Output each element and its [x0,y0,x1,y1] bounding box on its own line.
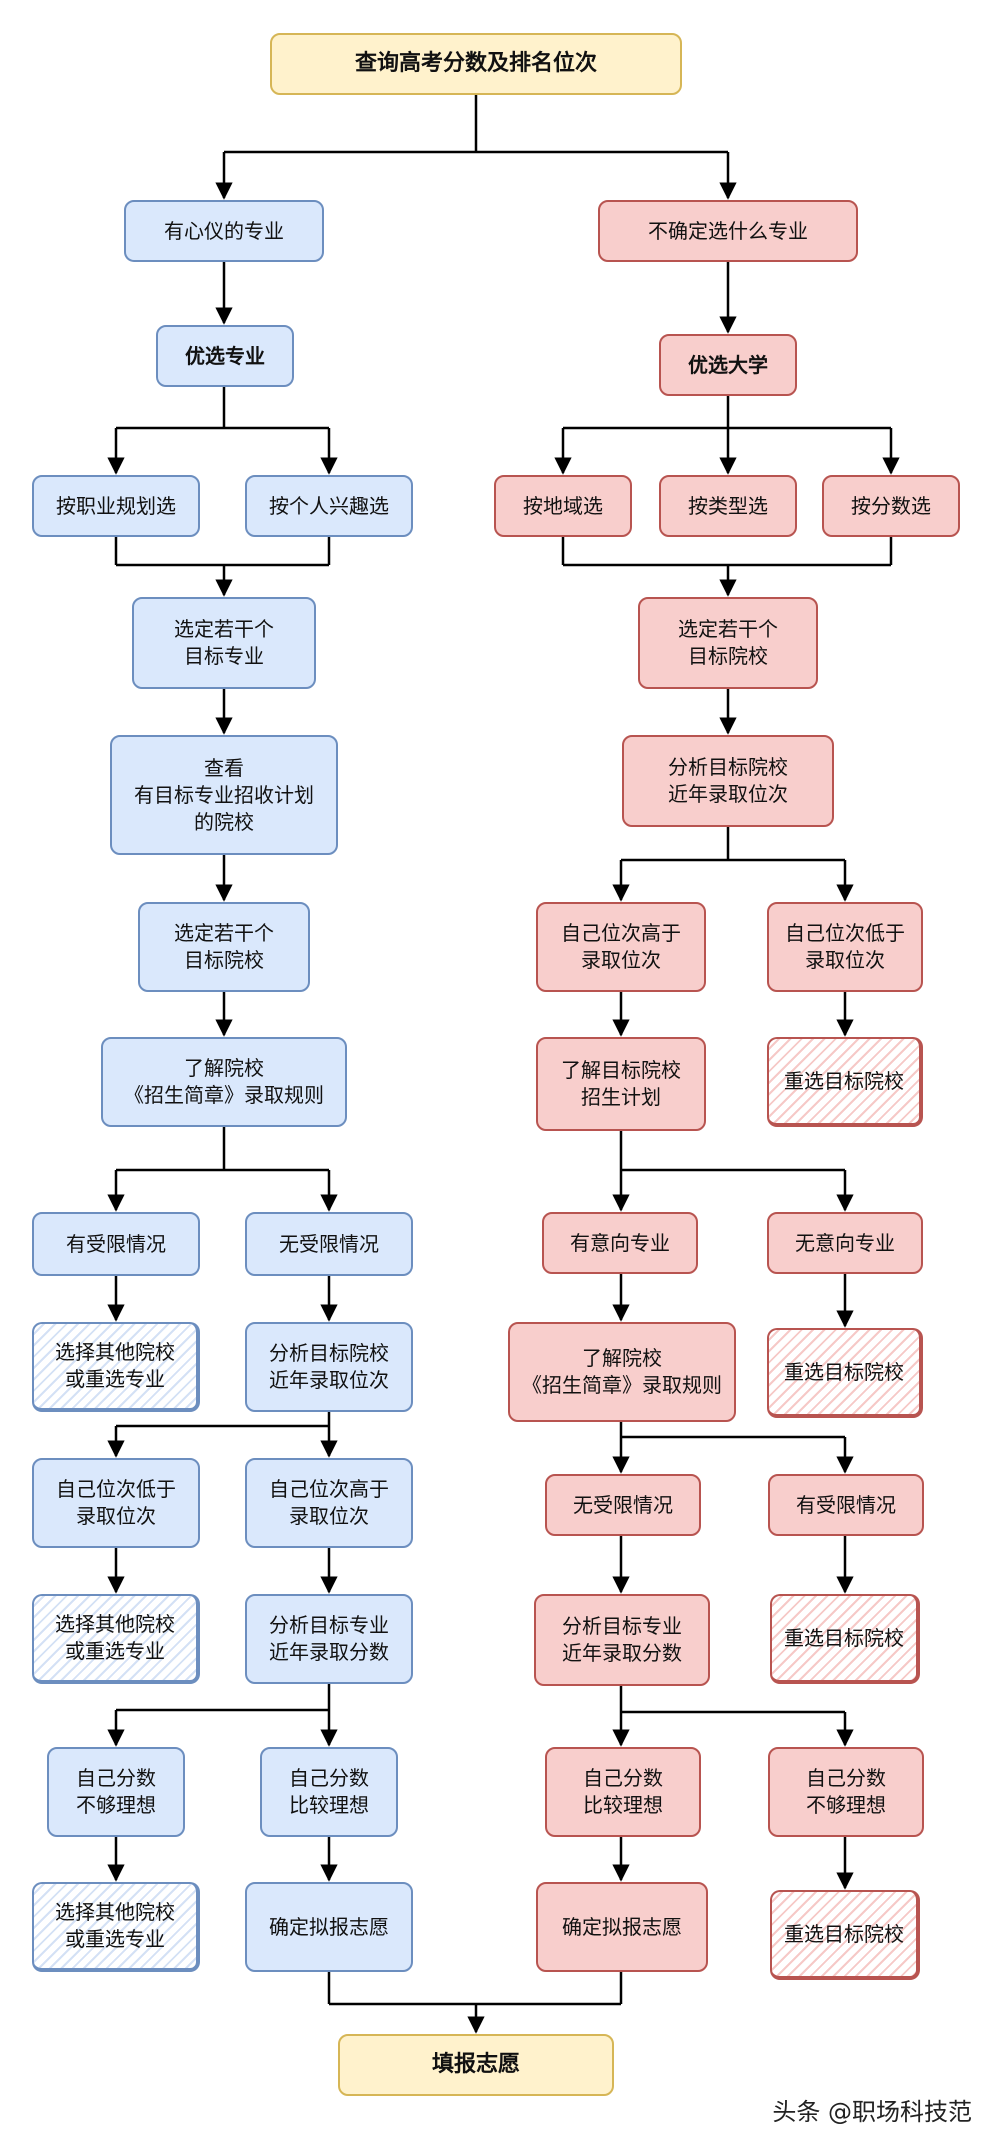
right-learn-plan-node: 了解目标院校 招生计划 [536,1037,706,1131]
left-by-career-node: 按职业规划选 [32,475,200,537]
watermark: 头条 @职场科技范 [772,2098,972,2126]
right-reselect-node-4: 重选目标院校 [770,1890,920,1980]
left-score-not-ideal-node: 自己分数 不够理想 [47,1747,185,1837]
left-branch-node: 有心仪的专业 [124,200,324,262]
left-analyze-score-node: 分析目标专业 近年录取分数 [245,1594,413,1684]
left-choose-other-node-3: 选择其他院校 或重选专业 [32,1882,200,1972]
right-select-schools-node: 选定若干个 目标院校 [638,597,818,689]
end-node: 填报志愿 [338,2034,614,2096]
left-choose-other-node-2: 选择其他院校 或重选专业 [32,1594,200,1684]
right-prefer-node: 优选大学 [659,334,797,396]
right-analyze-score-node: 分析目标专业 近年录取分数 [534,1594,710,1686]
left-rank-higher-node: 自己位次高于 录取位次 [245,1458,413,1548]
left-score-ideal-node: 自己分数 比较理想 [260,1747,398,1837]
left-rank-lower-node: 自己位次低于 录取位次 [32,1458,200,1548]
right-learn-rules-node: 了解院校 《招生简章》录取规则 [508,1322,736,1422]
right-score-ideal-node: 自己分数 比较理想 [545,1747,701,1837]
right-by-type-node: 按类型选 [659,475,797,537]
right-analyze-rank-node: 分析目标院校 近年录取位次 [622,735,834,827]
right-no-major-node: 无意向专业 [767,1212,923,1274]
right-has-major-node: 有意向专业 [542,1212,698,1274]
left-learn-rules-node: 了解院校 《招生简章》录取规则 [101,1037,347,1127]
right-by-region-node: 按地域选 [494,475,632,537]
right-restricted-node: 有受限情况 [768,1474,924,1536]
right-unrestricted-node: 无受限情况 [545,1474,701,1536]
left-select-schools-node: 选定若干个 目标院校 [138,902,310,992]
right-score-not-ideal-node: 自己分数 不够理想 [768,1747,924,1837]
right-rank-higher-node: 自己位次高于 录取位次 [536,902,706,992]
right-branch-node: 不确定选什么专业 [598,200,858,262]
right-rank-lower-node: 自己位次低于 录取位次 [767,902,923,992]
right-confirm-node: 确定拟报志愿 [536,1882,708,1972]
left-by-interest-node: 按个人兴趣选 [245,475,413,537]
left-select-majors-node: 选定若干个 目标专业 [132,597,316,689]
left-prefer-node: 优选专业 [156,325,294,387]
left-restricted-node: 有受限情况 [32,1212,200,1276]
right-reselect-node-2: 重选目标院校 [767,1328,923,1418]
right-reselect-node-1: 重选目标院校 [767,1037,923,1127]
right-reselect-node-3: 重选目标院校 [770,1594,920,1684]
left-analyze-rank-node: 分析目标院校 近年录取位次 [245,1322,413,1412]
start-node: 查询高考分数及排名位次 [270,33,682,95]
left-unrestricted-node: 无受限情况 [245,1212,413,1276]
left-view-schools-node: 查看 有目标专业招收计划 的院校 [110,735,338,855]
left-choose-other-node-1: 选择其他院校 或重选专业 [32,1322,200,1412]
left-confirm-node: 确定拟报志愿 [245,1882,413,1972]
right-by-score-node: 按分数选 [822,475,960,537]
